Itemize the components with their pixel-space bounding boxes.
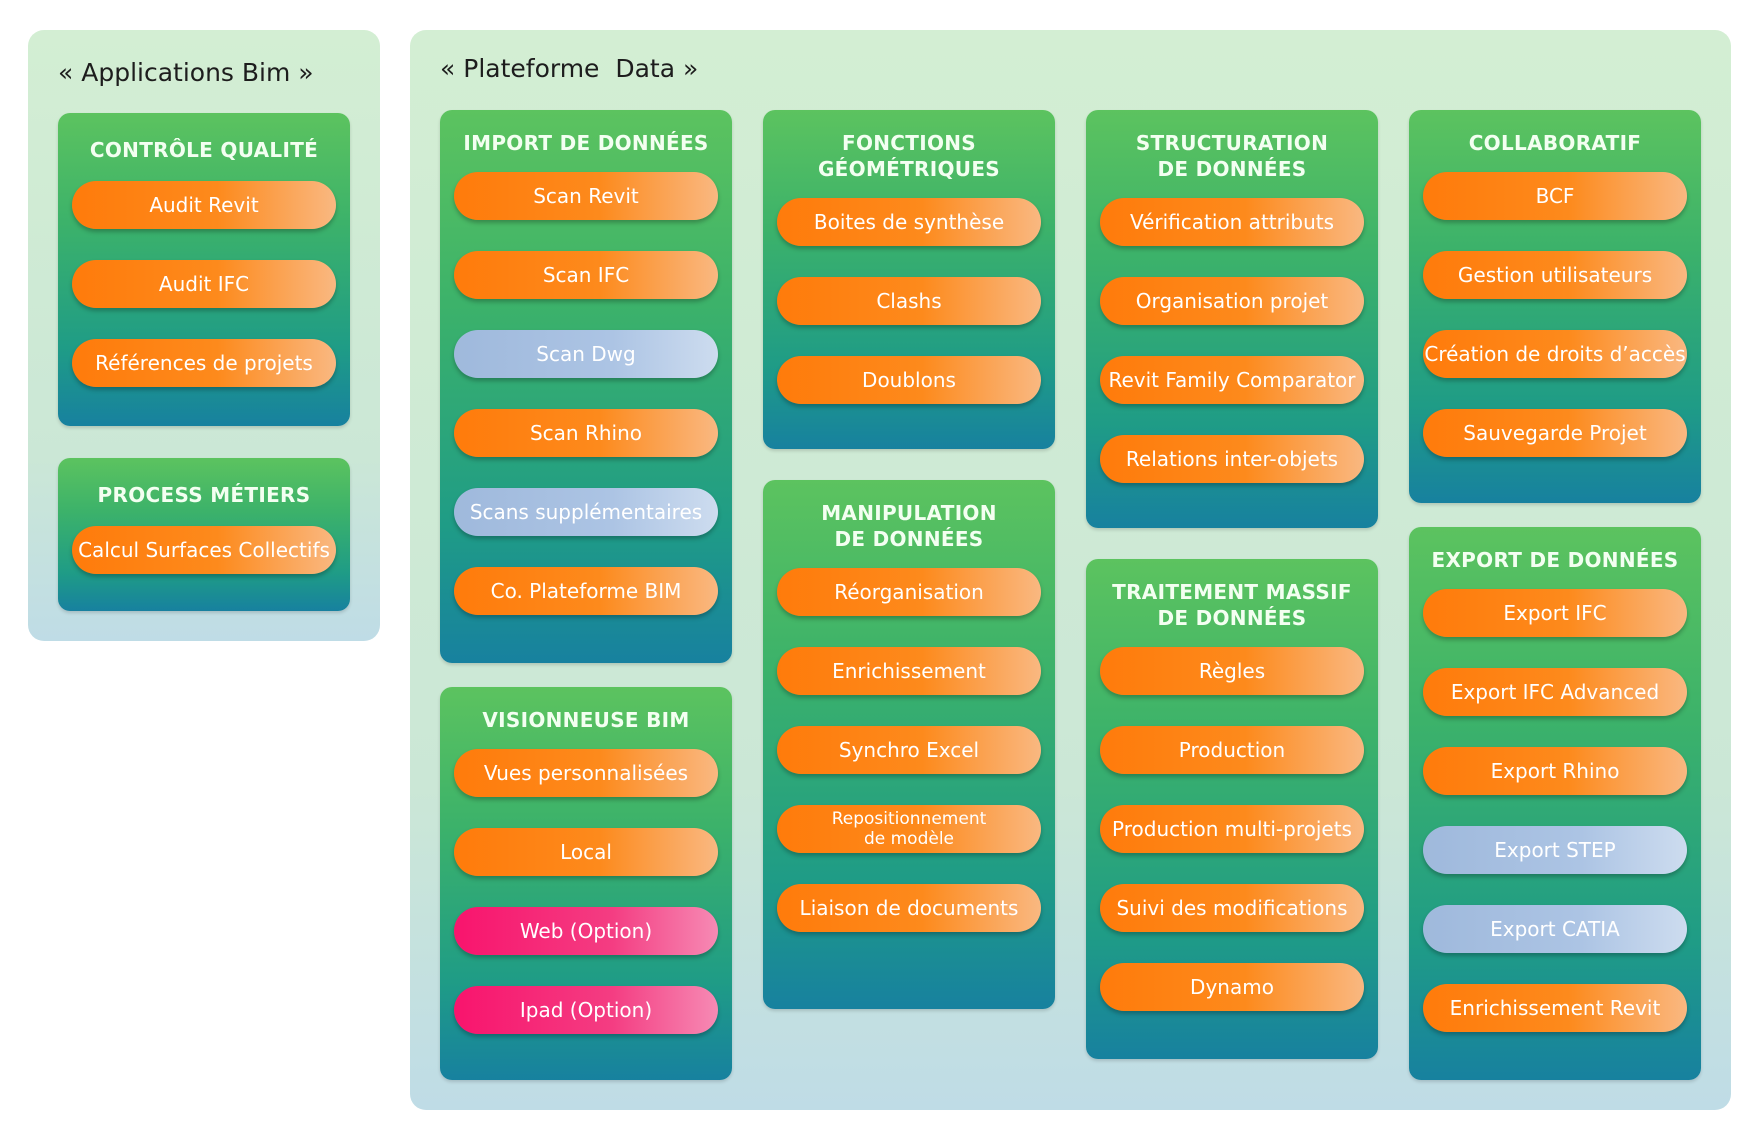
item-creation-de-droits-d-acces-button[interactable]: Création de droits d’accès — [1423, 330, 1687, 378]
item-vues-personnalisees-button[interactable]: Vues personnalisées — [454, 749, 718, 797]
plateforme-data-panel: « Plateforme Data » IMPORT DE DONNÉES Sc… — [410, 30, 1731, 1110]
group-structuration-donnees: STRUCTURATION DE DONNÉES Vérification at… — [1086, 110, 1378, 528]
item-suivi-des-modifications-button[interactable]: Suivi des modifications — [1100, 884, 1364, 932]
group-title: IMPORT DE DONNÉES — [463, 131, 709, 155]
group-title: TRAITEMENT MASSIF DE DONNÉES — [1112, 580, 1352, 630]
item-relations-inter-objets-button[interactable]: Relations inter-objets — [1100, 435, 1364, 483]
item-liaison-de-documents-button[interactable]: Liaison de documents — [777, 884, 1041, 932]
item-repositionnement-de-modele-button[interactable]: Repositionnement de modèle — [777, 805, 1041, 853]
item-audit-revit-button[interactable]: Audit Revit — [72, 181, 336, 229]
group-title: MANIPULATION DE DONNÉES — [821, 501, 997, 551]
plateforme-data-title: « Plateforme Data » — [440, 54, 699, 83]
item-co-plateforme-bim-button[interactable]: Co. Plateforme BIM — [454, 567, 718, 615]
item-production-multi-projets-button[interactable]: Production multi-projets — [1100, 805, 1364, 853]
item-organisation-projet-button[interactable]: Organisation projet — [1100, 277, 1364, 325]
item-export-ifc-button[interactable]: Export IFC — [1423, 589, 1687, 637]
item-clashs-button[interactable]: Clashs — [777, 277, 1041, 325]
group-process-metiers: PROCESS MÉTIERS Calcul Surfaces Collecti… — [58, 458, 350, 611]
item-sauvegarde-projet-button[interactable]: Sauvegarde Projet — [1423, 409, 1687, 457]
item-export-step-button[interactable]: Export STEP — [1423, 826, 1687, 874]
group-title: STRUCTURATION DE DONNÉES — [1135, 131, 1329, 181]
item-revit-family-comparator-button[interactable]: Revit Family Comparator — [1100, 356, 1364, 404]
item-export-ifc-advanced-button[interactable]: Export IFC Advanced — [1423, 668, 1687, 716]
item-regles-button[interactable]: Règles — [1100, 647, 1364, 695]
item-export-catia-button[interactable]: Export CATIA — [1423, 905, 1687, 953]
group-title: PROCESS MÉTIERS — [97, 483, 311, 507]
item-doublons-button[interactable]: Doublons — [777, 356, 1041, 404]
group-title: CONTRÔLE QUALITÉ — [89, 138, 319, 162]
item-synchro-excel-button[interactable]: Synchro Excel — [777, 726, 1041, 774]
item-local-button[interactable]: Local — [454, 828, 718, 876]
applications-bim-panel: « Applications Bim » CONTRÔLE QUALITÉ Au… — [28, 30, 380, 641]
item-reorganisation-button[interactable]: Réorganisation — [777, 568, 1041, 616]
item-ipad-option-button[interactable]: Ipad (Option) — [454, 986, 718, 1034]
item-scan-revit-button[interactable]: Scan Revit — [454, 172, 718, 220]
item-web-option-button[interactable]: Web (Option) — [454, 907, 718, 955]
item-scan-ifc-button[interactable]: Scan IFC — [454, 251, 718, 299]
item-enrichissement-revit-button[interactable]: Enrichissement Revit — [1423, 984, 1687, 1032]
item-calcul-surfaces-collectifs-button[interactable]: Calcul Surfaces Collectifs — [72, 526, 336, 574]
item-boites-de-synthese-button[interactable]: Boites de synthèse — [777, 198, 1041, 246]
item-bcf-button[interactable]: BCF — [1423, 172, 1687, 220]
group-export-donnees: EXPORT DE DONNÉES Export IFC Export IFC A… — [1409, 527, 1701, 1080]
group-fonctions-geometriques: FONCTIONS GÉOMÉTRIQUES Boites de synthès… — [763, 110, 1055, 449]
item-export-rhino-button[interactable]: Export Rhino — [1423, 747, 1687, 795]
item-gestion-utilisateurs-button[interactable]: Gestion utilisateurs — [1423, 251, 1687, 299]
group-title: VISIONNEUSE BIM — [482, 708, 690, 732]
item-enrichissement-button[interactable]: Enrichissement — [777, 647, 1041, 695]
item-references-de-projets-button[interactable]: Références de projets — [72, 339, 336, 387]
group-title: FONCTIONS GÉOMÉTRIQUES — [817, 131, 1001, 181]
item-verification-attributs-button[interactable]: Vérification attributs — [1100, 198, 1364, 246]
group-title: COLLABORATIF — [1468, 131, 1642, 155]
applications-bim-title: « Applications Bim » — [58, 58, 314, 87]
item-production-button[interactable]: Production — [1100, 726, 1364, 774]
group-title: EXPORT DE DONNÉES — [1431, 548, 1679, 572]
item-dynamo-button[interactable]: Dynamo — [1100, 963, 1364, 1011]
item-scan-dwg-button[interactable]: Scan Dwg — [454, 330, 718, 378]
item-scans-supplementaires-button[interactable]: Scans supplémentaires — [454, 488, 718, 536]
item-audit-ifc-button[interactable]: Audit IFC — [72, 260, 336, 308]
item-scan-rhino-button[interactable]: Scan Rhino — [454, 409, 718, 457]
